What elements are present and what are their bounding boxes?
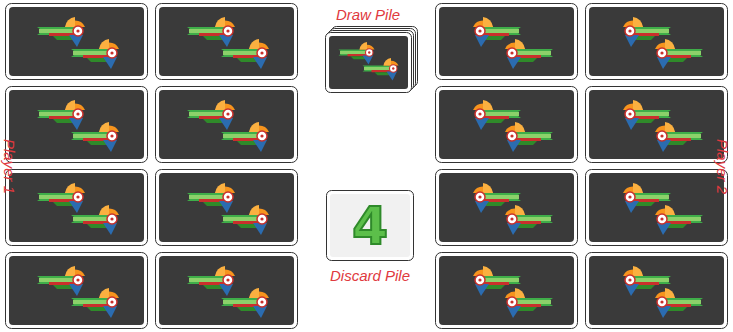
card-grid <box>6 4 728 329</box>
card-back <box>6 170 148 246</box>
pile-label: Draw Pile <box>336 7 400 22</box>
card-back <box>6 87 148 163</box>
card-back <box>156 170 298 246</box>
pile-label: Discard Pile <box>330 268 410 283</box>
card-back <box>586 253 728 329</box>
card-back <box>436 253 578 329</box>
card-back <box>156 87 298 163</box>
card-back <box>436 87 578 163</box>
player-label: Player 2 <box>716 138 731 193</box>
card-back <box>6 4 148 80</box>
card-number: 4 <box>352 200 388 252</box>
draw-pile <box>326 27 418 93</box>
card-back <box>156 253 298 329</box>
card-back <box>6 253 148 329</box>
card-back <box>586 170 728 246</box>
discard-pile <box>327 191 414 261</box>
card-back <box>156 4 298 80</box>
card-back <box>586 4 728 80</box>
card-back <box>436 4 578 80</box>
card-back <box>586 87 728 163</box>
player-label: Player 1 <box>3 138 18 193</box>
card-back <box>436 170 578 246</box>
